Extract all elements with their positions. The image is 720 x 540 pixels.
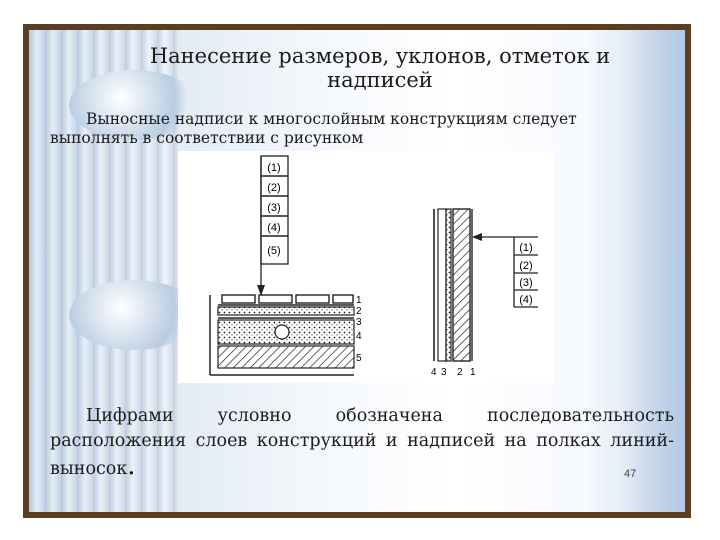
left-label-1: (1) bbox=[267, 162, 280, 174]
layered-construction-figure: (1) (2) (3) (4) (5) bbox=[178, 151, 554, 383]
left-label-5: (5) bbox=[267, 245, 280, 257]
tile-layer bbox=[221, 294, 354, 304]
right-layer-number-2: 2 bbox=[457, 367, 463, 378]
title-line-2: надписей bbox=[327, 68, 433, 92]
page-number: 47 bbox=[624, 468, 637, 480]
wall-masonry-layer bbox=[452, 208, 471, 362]
decorative-column bbox=[29, 30, 199, 512]
base-layer bbox=[217, 345, 355, 369]
right-label-3: (3) bbox=[519, 277, 532, 289]
left-layer-number-5: 5 bbox=[356, 353, 362, 364]
right-layer-number-4: 4 bbox=[431, 367, 437, 378]
body-paragraph: Цифрами условно обозначена последователь… bbox=[50, 404, 674, 482]
left-layer-number-1: 1 bbox=[356, 295, 362, 306]
right-layer-number-1: 1 bbox=[470, 367, 476, 378]
right-label-1: (1) bbox=[519, 242, 532, 254]
left-label-4: (4) bbox=[267, 222, 280, 234]
left-layer-number-2: 2 bbox=[356, 306, 362, 317]
floor-section: (1) (2) (3) (4) (5) bbox=[209, 155, 362, 376]
left-label-2: (2) bbox=[267, 182, 280, 194]
left-leader-boxes: (1) (2) (3) (4) (5) bbox=[260, 155, 289, 265]
title-line-1: Нанесение размеров, уклонов, отметок и bbox=[149, 44, 611, 68]
wall-section: (1) (2) (3) (4) 4 3 2 1 bbox=[431, 208, 538, 378]
left-label-3: (3) bbox=[267, 202, 280, 214]
right-label-2: (2) bbox=[519, 260, 532, 272]
right-leader-boxes: (1) (2) (3) (4) bbox=[513, 236, 538, 308]
right-label-4: (4) bbox=[519, 294, 532, 306]
intro-paragraph: Выносные надписи к многослойным конструк… bbox=[50, 110, 577, 147]
screed-layer bbox=[217, 306, 355, 316]
right-arrow-icon bbox=[472, 233, 482, 241]
right-layer-number-3: 3 bbox=[441, 367, 447, 378]
left-layer-number-4: 4 bbox=[356, 331, 362, 342]
figure-drawing: (1) (2) (3) (4) (5) bbox=[209, 155, 538, 378]
left-layer-number-3: 3 bbox=[356, 317, 362, 328]
left-arrow-icon bbox=[257, 285, 265, 296]
body-period: . bbox=[127, 451, 136, 481]
body-text: Цифрами условно обозначена последователь… bbox=[50, 406, 674, 479]
slide-title: Нанесение размеров, уклонов, отметок и н… bbox=[120, 44, 640, 92]
decorative-shade bbox=[625, 30, 685, 512]
